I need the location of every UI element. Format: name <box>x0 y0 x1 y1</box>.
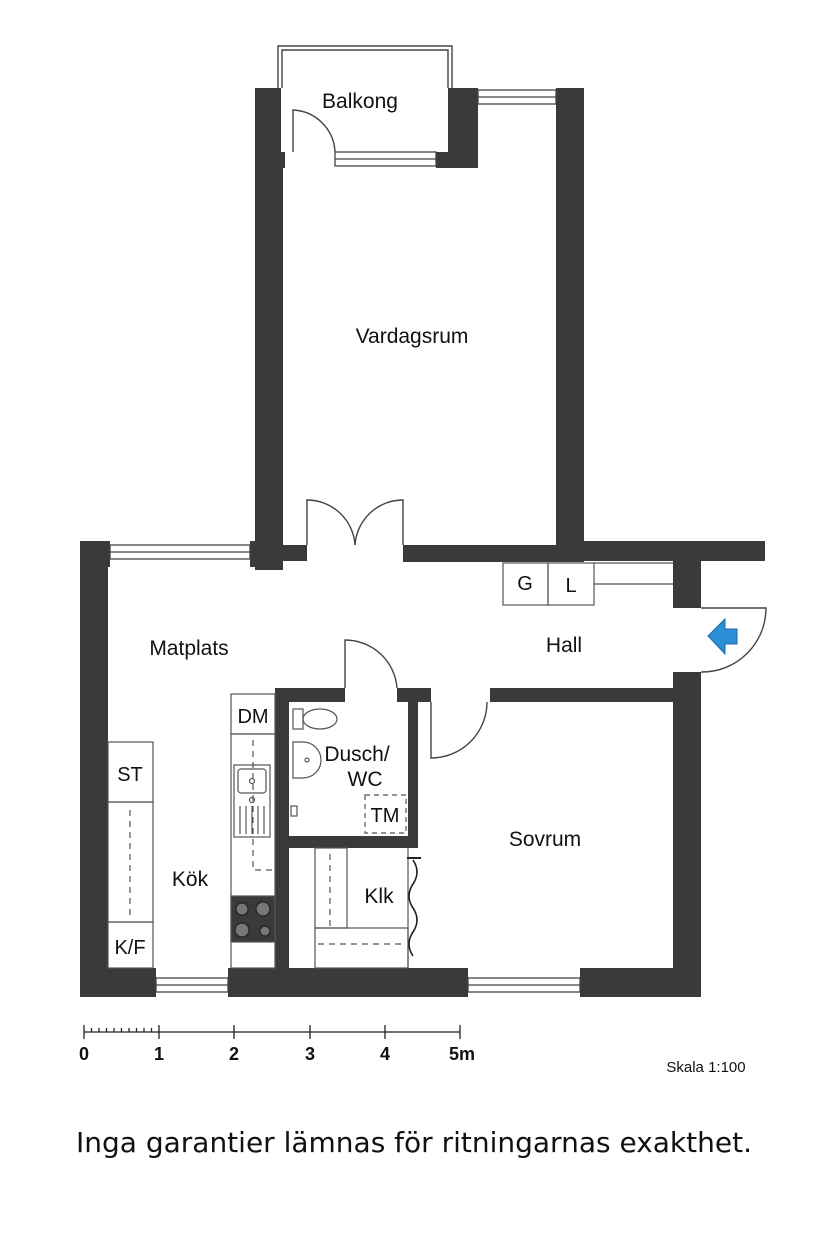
room-label-dusch-wc-line1: Dusch/ <box>324 743 390 766</box>
doors <box>292 109 767 759</box>
counter-right <box>230 733 276 969</box>
wall-sovrum-top <box>490 688 701 702</box>
wall-outer-right-upper <box>673 561 701 608</box>
disclaimer-text: Inga garantier lämnas för ritningarnas e… <box>76 1126 752 1159</box>
wall-vardagsrum-right <box>556 88 584 562</box>
walls <box>80 88 765 997</box>
scale-bar <box>83 1025 461 1039</box>
wall-balkong-bottom-right <box>436 152 478 168</box>
closet-shelf-bottom <box>314 927 409 969</box>
fixture-kf <box>107 921 154 969</box>
bathroom-fixtures <box>290 708 407 834</box>
window-kok <box>155 977 229 993</box>
room-label-vardagsrum: Vardagsrum <box>356 325 469 348</box>
label-st: ST <box>117 764 143 786</box>
scale-tick-3: 3 <box>305 1044 315 1064</box>
door-bathroom <box>344 639 398 689</box>
room-label-sovrum: Sovrum <box>509 828 581 851</box>
scale-label: Skala 1:100 <box>666 1059 745 1076</box>
wall-bath-right <box>408 688 418 848</box>
door-balkong <box>292 109 336 153</box>
closet-fixtures <box>314 847 421 969</box>
wall-vardagsrum-left <box>255 152 283 570</box>
label-kf: K/F <box>114 937 145 959</box>
window-matplats <box>109 544 251 560</box>
room-label-matplats: Matplats <box>149 637 228 660</box>
scale-tick-0: 0 <box>79 1044 89 1064</box>
label-l: L <box>565 575 576 597</box>
window-vardagsrum-top <box>477 89 557 105</box>
washbasin-icon <box>292 741 322 779</box>
sink-icon <box>233 764 271 838</box>
wall-bottom-1 <box>80 968 156 997</box>
scale-tick-4: 4 <box>380 1044 390 1064</box>
wall-outer-left <box>80 541 108 997</box>
scale-tick-5: 5m <box>449 1044 475 1064</box>
label-tm: TM <box>371 805 400 827</box>
wall-bath-top-left <box>275 688 345 702</box>
room-label-kok: Kök <box>172 868 209 891</box>
windows <box>109 89 581 993</box>
balkong-railing <box>277 45 453 88</box>
fixture-tm <box>364 794 407 834</box>
entrance-arrow-icon <box>707 617 738 656</box>
wall-outer-right-lower <box>673 672 701 997</box>
wall-closet-top <box>275 836 315 848</box>
kitchen-fixtures <box>107 693 276 969</box>
faucet-icon <box>290 805 298 817</box>
scale-tick-2: 2 <box>229 1044 239 1064</box>
wall-vardagsrum-bottom-right <box>403 545 556 562</box>
wall-matplats-top-right <box>250 541 283 567</box>
wall-hall-top-right <box>556 541 765 561</box>
label-dm: DM <box>237 706 268 728</box>
wall-bottom-2 <box>228 968 468 997</box>
door-vardagsrum-left <box>306 499 356 546</box>
room-label-balkong: Balkong <box>322 90 398 113</box>
wall-vardagsrum-top <box>448 88 478 104</box>
door-entrance <box>700 607 767 673</box>
label-g: G <box>517 573 533 595</box>
toilet-icon <box>292 708 338 730</box>
scale-tick-1: 1 <box>154 1044 164 1064</box>
room-label-hall: Hall <box>546 634 582 657</box>
closet-folding-door <box>408 859 418 957</box>
stove-icon <box>230 895 276 943</box>
door-vardagsrum-right <box>354 499 404 546</box>
window-balkong-door <box>334 151 437 167</box>
closet-shelf-top <box>314 847 348 929</box>
room-label-dusch-wc-line2: WC <box>348 768 383 791</box>
room-label-klk: Klk <box>364 885 394 908</box>
door-sovrum <box>430 701 488 759</box>
hall-fixtures <box>502 562 673 606</box>
window-sovrum <box>467 977 581 993</box>
wall-vardagsrum-bottom-left <box>283 545 307 561</box>
